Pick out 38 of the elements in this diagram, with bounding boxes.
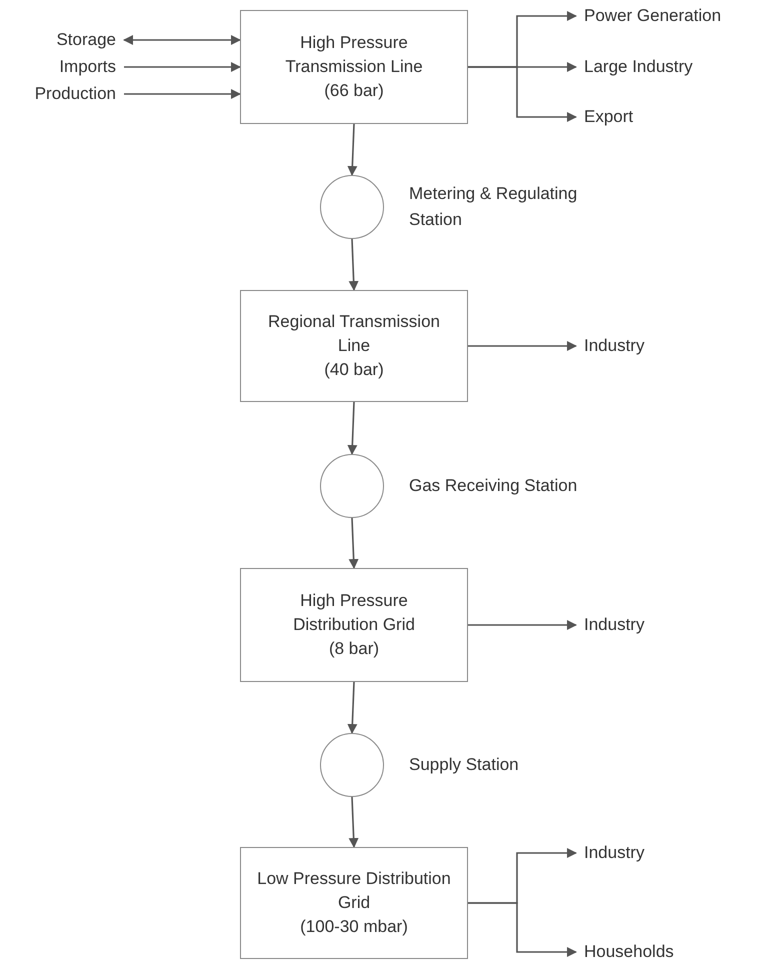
flow-label: Power Generation [584,5,722,27]
flow-label: Households [584,941,674,962]
flow-label: Storage [56,29,116,51]
process-box [240,10,468,124]
arrow [348,238,359,291]
box-text: (40 bar) [324,359,384,381]
flow-label: Industry [584,335,644,357]
arrow [348,796,359,848]
arrow [347,402,358,455]
station-label: Metering & Regulating Station [409,183,578,231]
arrow [347,682,358,734]
process-box [240,568,468,682]
flow-label: Imports [59,56,116,78]
arrow [124,62,241,72]
flow-label: Industry [584,842,644,864]
arrow [348,518,359,569]
arrow [124,89,241,99]
flow-label: Production [34,83,116,105]
box-text: High Pressure Transmission Line [284,32,424,78]
arrow [468,66,577,122]
arrow [468,341,577,351]
arrow [123,35,241,45]
arrow [468,620,577,630]
flow-label: Export [584,106,634,128]
box-text: Low Pressure Distribution Grid [257,868,451,914]
arrow [468,902,577,957]
box-text: Regional Transmission Line [267,311,441,357]
station-label: Gas Receiving Station [409,475,578,497]
box-text: (8 bar) [328,638,380,660]
station-label: Supply Station [409,754,520,776]
process-box [240,290,468,402]
flow-label: Industry [584,614,644,636]
box-text: High Pressure Distribution Grid [292,590,416,636]
arrow [347,124,358,176]
box-text: (100-30 mbar) [300,916,408,938]
flow-label: Large Industry [584,56,693,78]
process-box [240,847,468,959]
box-text: (66 bar) [324,80,384,102]
